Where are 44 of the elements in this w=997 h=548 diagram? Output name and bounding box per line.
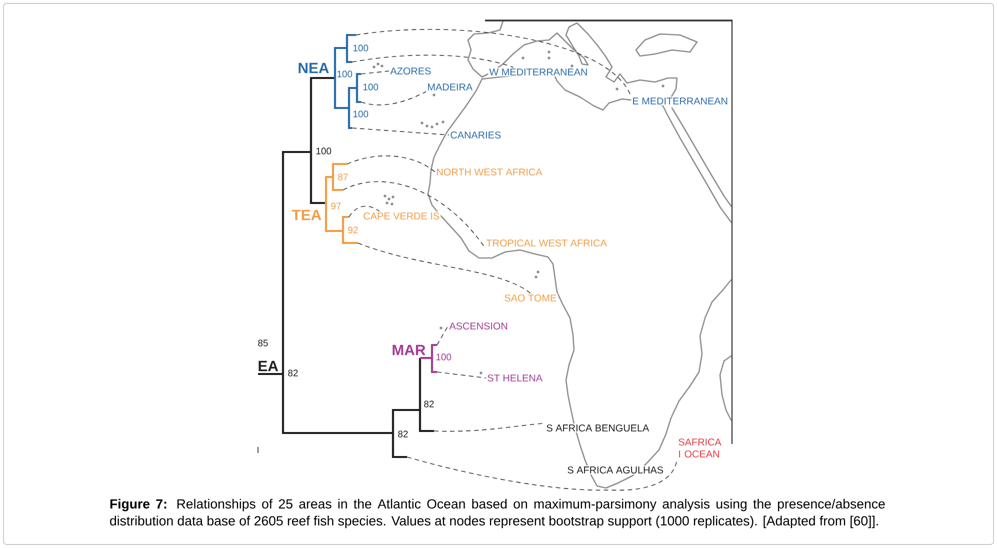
bootstrap-value: 100 — [353, 44, 368, 52]
bootstrap-value: 82 — [398, 430, 408, 438]
leader-line — [436, 326, 448, 346]
leader-line — [436, 372, 486, 378]
area-label: S AFRICA BENGUELA — [545, 423, 650, 433]
area-label: CANARIES — [449, 130, 502, 140]
bootstrap-value: 97 — [331, 202, 341, 210]
area-label: SAO TOME — [503, 293, 558, 303]
leader-line — [358, 242, 531, 294]
area-label: AZORES — [389, 66, 432, 76]
area-label: MADEIRA — [426, 82, 474, 92]
bootstrap-value: 85 — [258, 340, 268, 346]
clade-label: EA — [258, 360, 278, 372]
bootstrap-value: 100 — [436, 354, 452, 360]
area-label: S AFRICA AGULHAS — [566, 465, 665, 475]
leader-line — [360, 91, 426, 106]
bootstrap-value: 87 — [338, 174, 348, 180]
area-label: TROPICAL WEST AFRICA — [485, 238, 608, 248]
area-label: W MEDITERRANEAN — [488, 68, 589, 76]
leader-line — [434, 422, 546, 432]
leader-line — [352, 54, 514, 68]
area-label: ST HELENA — [486, 373, 544, 383]
area-label: SAFRICA I OCEAN — [677, 438, 726, 458]
clade-label: TEA — [292, 210, 322, 220]
bootstrap-value: 100 — [363, 84, 378, 90]
area-label: E MEDITERRANEAN — [631, 96, 729, 106]
bootstrap-value: 82 — [288, 370, 298, 376]
clade-label: MAR — [392, 344, 426, 356]
bootstrap-value: 100 — [337, 70, 352, 78]
leader-line — [342, 181, 486, 248]
leader-line — [348, 206, 380, 218]
clade-label: NEA — [298, 62, 329, 74]
bootstrap-value: 100 — [316, 148, 332, 154]
caption: Figure 7: Relationships of 25 areas in the Atlantic Ocean based on maximum-parsimony analysis using the presence/absence distribution data base of 2605 reef fish species. Values at nodes represent bootstrap support (1000 replicates). [Adapted from [60]]. — [110, 498, 885, 528]
leader-line — [406, 456, 678, 491]
leader-line — [346, 155, 436, 172]
leader-line — [356, 29, 632, 97]
area-label: NORTH WEST AFRICA — [435, 167, 544, 177]
leader-line — [360, 70, 390, 74]
area-label: ASCENSION — [448, 321, 509, 331]
bootstrap-value: 82 — [424, 400, 434, 408]
bootstrap-value: 92 — [348, 226, 358, 234]
bootstrap-value: 100 — [353, 110, 368, 118]
leader-line — [352, 128, 450, 136]
